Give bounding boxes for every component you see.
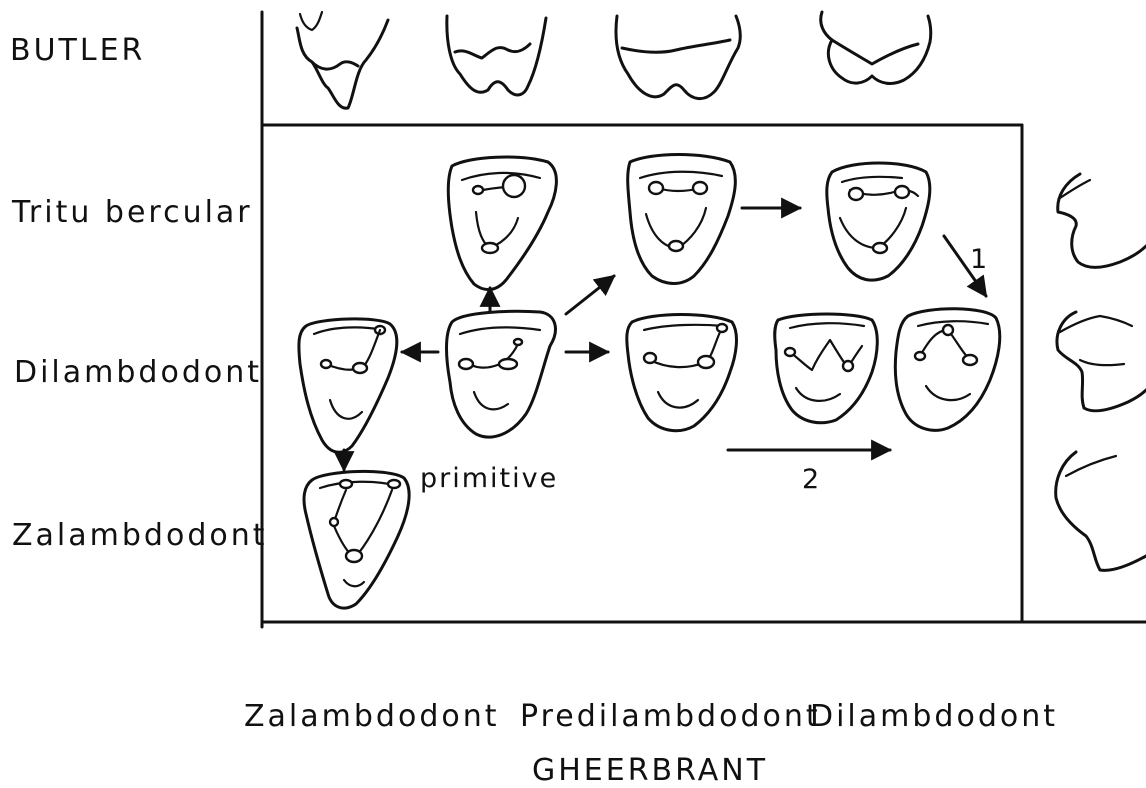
tooth-dilambdodont-b: [775, 314, 878, 423]
tooth-tritubercular-c: [827, 163, 930, 280]
profile-tooth-3: [1056, 452, 1146, 570]
tritubercular-label: Tritu bercular: [11, 195, 253, 230]
primitive-label: primitive: [420, 463, 558, 494]
tooth-tritubercular-a: [448, 157, 556, 290]
dilambdodont-row-label: Dilambdodont: [14, 355, 262, 390]
footer-gheerbrant: GHEERBRANT: [532, 753, 768, 788]
tooth-zalambdodont: [304, 471, 409, 608]
butler-tooth-1: [297, 12, 388, 108]
butler-tooth-3: [616, 16, 740, 99]
zalambdodont-row-label: Zalambdodont: [12, 518, 268, 553]
tooth-tritubercular-b: [628, 155, 736, 284]
tooth-dilambdodont-a: [627, 315, 737, 431]
frame: [262, 12, 1146, 627]
arrows: [344, 208, 986, 470]
arrow-2-label: 2: [802, 464, 821, 495]
tooth-dilambdodont-c: [895, 309, 999, 431]
butler-tooth-4: [821, 12, 931, 83]
profile-tooth-2: [1057, 312, 1146, 411]
profile-tooth-1: [1058, 174, 1146, 267]
butler-label: BUTLER: [10, 33, 145, 68]
tooth-dilambdodont-left: [299, 319, 397, 452]
tooth-primitive: [447, 311, 556, 437]
arrow-primitive-to-tritubercular-b: [566, 276, 614, 314]
footer-zalambdodont: Zalambdodont: [244, 699, 500, 734]
arrow-1-label: 1: [970, 244, 989, 275]
footer-dilambdodont: Dilambdodont: [810, 699, 1058, 734]
footer-predilambdodont: Predilambdodont: [520, 699, 821, 734]
butler-tooth-2: [447, 16, 546, 95]
